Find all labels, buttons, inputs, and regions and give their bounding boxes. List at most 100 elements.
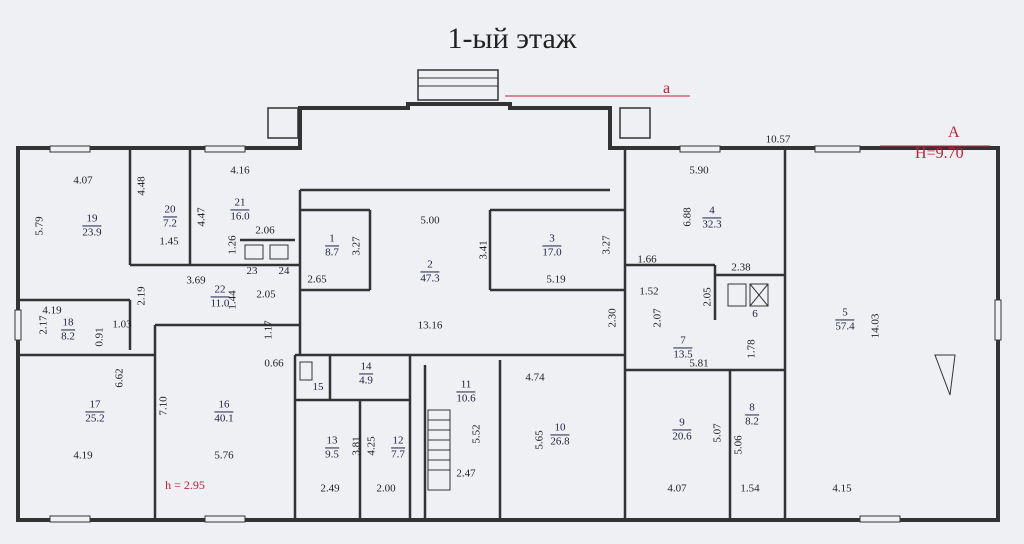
dimension-40: 5.81 [689, 357, 709, 370]
room-number: 22 [214, 283, 226, 296]
dimension-41: 1.78 [745, 339, 758, 359]
room-area: 17.0 [542, 245, 562, 258]
dimension-10: 2.19 [135, 286, 148, 306]
room-area: 7.2 [163, 216, 177, 229]
room-area: 11.0 [210, 296, 230, 309]
room-area: 10.6 [456, 391, 476, 404]
dimension-23: 5.00 [420, 214, 440, 227]
dimension-6: 1.45 [159, 235, 179, 248]
room-area: 8.2 [745, 414, 759, 427]
dimension-14: 2.17 [37, 315, 50, 335]
room-24: 24 [279, 266, 290, 278]
dimension-42: 4.74 [525, 371, 545, 384]
dimension-52: 4.07 [667, 482, 687, 495]
dimension-49: 2.47 [456, 467, 476, 480]
room-area: 16.0 [230, 209, 250, 222]
plan-title: 1-ый этаж [447, 22, 577, 55]
dimension-46: 4.25 [365, 436, 378, 456]
room-area: 8.7 [325, 245, 339, 258]
room-number: 4 [709, 204, 715, 217]
room-area: 47.3 [420, 271, 440, 284]
room-number: 1 [329, 232, 335, 245]
room-number: 15 [312, 381, 324, 394]
room-number: 19 [86, 212, 98, 225]
dimension-53: 1.54 [740, 482, 760, 495]
dimension-17: 1.17 [262, 320, 275, 340]
room-area: 9.5 [325, 447, 339, 460]
dimension-44: 5.52 [470, 424, 483, 444]
room-number: 16 [218, 398, 230, 411]
dimension-11: 1.44 [226, 290, 239, 310]
room-number: 11 [460, 378, 472, 391]
room-area: 26.8 [550, 434, 570, 447]
dimension-47: 2.49 [320, 482, 340, 495]
dimension-4: 4.47 [195, 207, 208, 227]
room-area: 13.5 [673, 347, 693, 360]
room-number: 2 [427, 258, 433, 271]
dimension-12: 2.05 [256, 288, 276, 301]
room-number: 10 [554, 421, 566, 434]
dimension-29: 13.16 [417, 319, 443, 332]
room-number: 7 [680, 334, 686, 347]
dimension-48: 2.00 [376, 482, 396, 495]
room-15: 15 [313, 382, 324, 394]
dimension-51: 5.06 [732, 435, 745, 455]
room-area: 7.7 [391, 447, 405, 460]
dimension-16: 1.03 [112, 318, 132, 331]
dimension-26: 3.27 [600, 235, 613, 255]
dimension-38: 2.05 [701, 287, 714, 307]
room-area: 40.1 [214, 411, 234, 424]
room-area: 8.2 [61, 329, 75, 342]
dimension-45: 3.81 [350, 436, 363, 456]
ceiling-height: h = 2.95 [165, 478, 205, 492]
room-area: 23.9 [82, 225, 102, 238]
room-area: 32.3 [702, 217, 722, 230]
dimension-36: 1.52 [639, 285, 659, 298]
room-number: 23 [246, 265, 258, 278]
room-number: 14 [360, 360, 372, 373]
dimension-33: 6.88 [681, 207, 694, 227]
room-number: 5 [842, 306, 848, 319]
room-area: 20.6 [672, 429, 692, 442]
dimension-20: 7.10 [157, 396, 170, 416]
dimension-3: 4.48 [135, 176, 148, 196]
dimension-21: 4.19 [73, 449, 93, 462]
room-number: 18 [62, 316, 74, 329]
dimension-19: 6.62 [113, 368, 126, 388]
dimension-9: 3.69 [186, 274, 206, 287]
dimension-43: 5.65 [533, 430, 546, 450]
dimension-28: 5.19 [546, 273, 566, 286]
dimension-34: 1.66 [637, 253, 657, 266]
dimension-30: 2.30 [606, 308, 619, 328]
room-number: 13 [326, 434, 338, 447]
dimension-18: 0.66 [264, 357, 284, 370]
room-6: 6 [752, 309, 758, 321]
room-23: 23 [247, 266, 258, 278]
dimension-2: 5.79 [33, 216, 46, 236]
axis-label-a: а [663, 80, 671, 97]
room-number: 3 [549, 232, 555, 245]
dimension-31: 10.57 [765, 133, 791, 146]
dimension-24: 3.27 [350, 236, 363, 256]
axis-label-A: А [948, 124, 960, 141]
room-number: 17 [89, 398, 101, 411]
room-number: 21 [234, 196, 246, 209]
room-number: 20 [164, 203, 176, 216]
dimension-39: 14.03 [869, 313, 882, 339]
